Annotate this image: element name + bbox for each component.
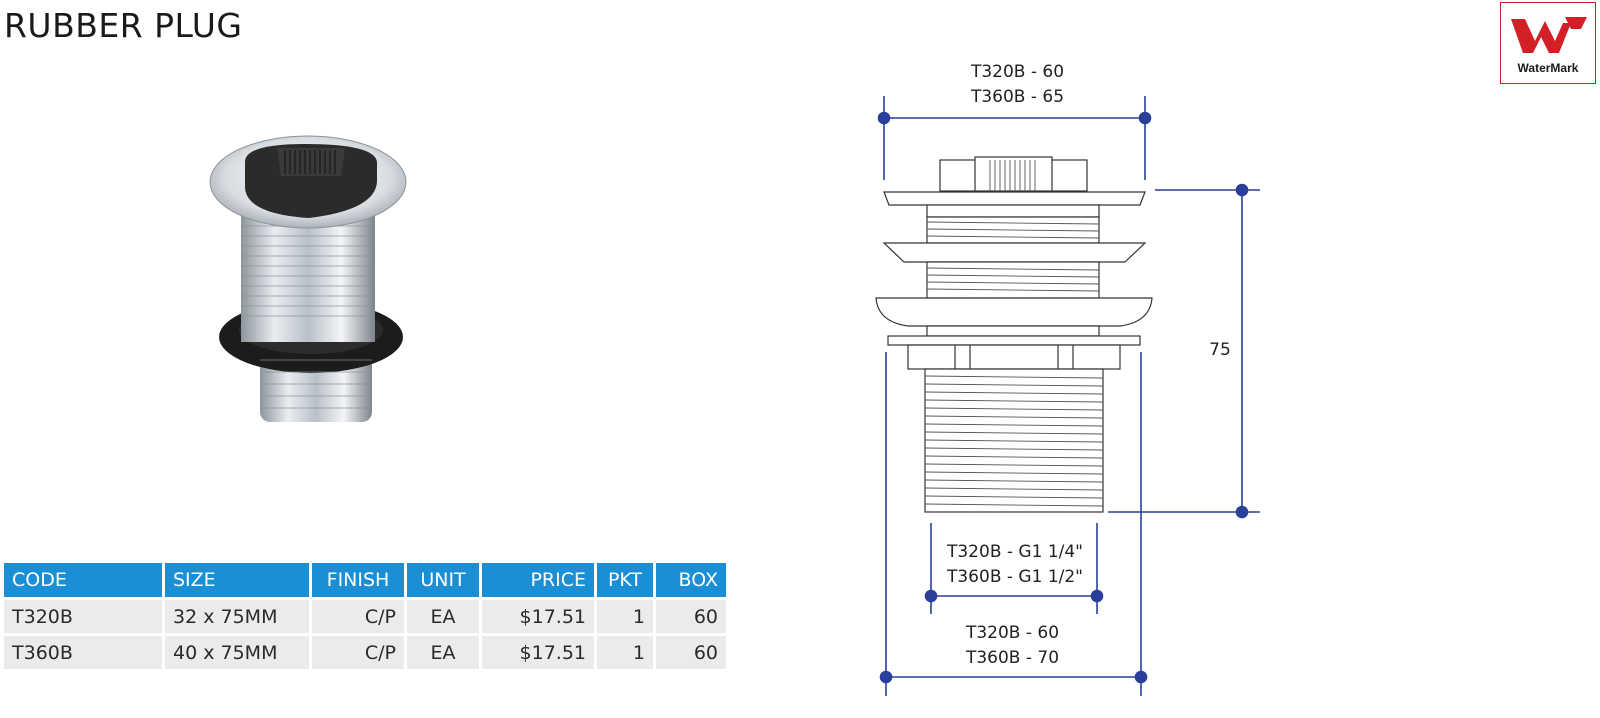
bottom-width-line1: T320B - 60: [965, 623, 1060, 643]
height-dimension: 75: [1209, 340, 1231, 360]
bottom-width-dimension: T320B - 60 T360B - 70: [930, 621, 1095, 671]
col-header-box: BOX: [656, 563, 726, 597]
col-header-price: PRICE: [482, 563, 594, 597]
cell-unit: EA: [407, 636, 479, 669]
cell-code: T320B: [4, 600, 162, 633]
watermark-w-icon: [1511, 17, 1587, 53]
bottom-width-line2: T360B - 70: [965, 648, 1060, 668]
top-width-dimension: T320B - 60 T360B - 65: [935, 60, 1100, 110]
cell-box: 60: [656, 600, 726, 633]
cell-pkt: 1: [597, 636, 653, 669]
watermark-text: WaterMark: [1517, 61, 1579, 75]
cell-price: $17.51: [482, 636, 594, 669]
thread-line1: T320B - G1 1/4": [946, 542, 1083, 562]
top-width-line1: T320B - 60: [970, 62, 1065, 82]
cell-size: 32 x 75MM: [165, 600, 309, 633]
watermark-logo: WaterMark: [1500, 2, 1596, 84]
cell-price: $17.51: [482, 600, 594, 633]
cell-unit: EA: [407, 600, 479, 633]
col-header-finish: FINISH: [312, 563, 404, 597]
col-header-code: CODE: [4, 563, 162, 597]
cell-box: 60: [656, 636, 726, 669]
col-header-pkt: PKT: [597, 563, 653, 597]
spec-table: CODE SIZE FINISH UNIT PRICE PKT BOX T320…: [1, 560, 729, 672]
cell-finish: C/P: [312, 636, 404, 669]
technical-drawing: [875, 96, 1260, 696]
col-header-size: SIZE: [165, 563, 309, 597]
product-photo: [209, 135, 407, 422]
thread-line2: T360B - G1 1/2": [946, 567, 1083, 587]
top-width-line2: T360B - 65: [970, 87, 1065, 107]
cell-finish: C/P: [312, 600, 404, 633]
cell-pkt: 1: [597, 600, 653, 633]
table-row: T320B 32 x 75MM C/P EA $17.51 1 60: [4, 600, 726, 633]
page-title: RUBBER PLUG: [4, 6, 243, 45]
table-row: T360B 40 x 75MM C/P EA $17.51 1 60: [4, 636, 726, 669]
table-header-row: CODE SIZE FINISH UNIT PRICE PKT BOX: [4, 563, 726, 597]
cell-code: T360B: [4, 636, 162, 669]
thread-dimension: T320B - G1 1/4" T360B - G1 1/2": [920, 540, 1110, 590]
cell-size: 40 x 75MM: [165, 636, 309, 669]
col-header-unit: UNIT: [407, 563, 479, 597]
